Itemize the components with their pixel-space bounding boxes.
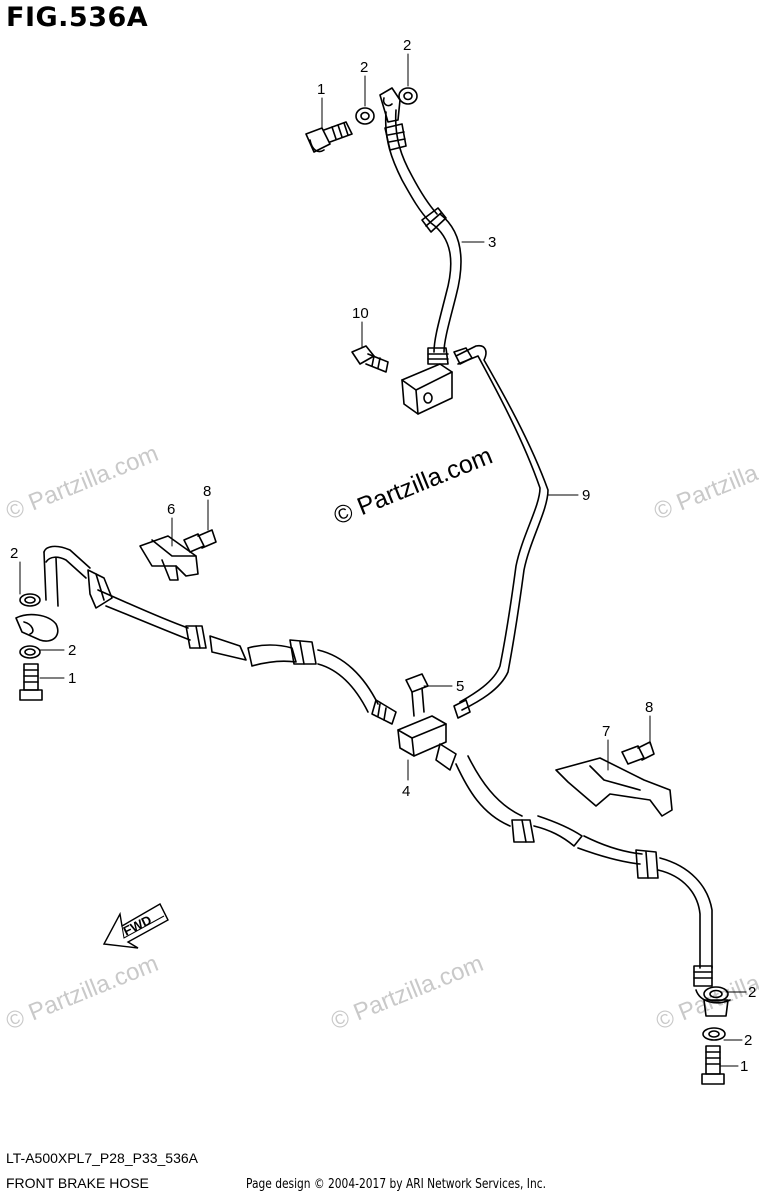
callout-6: 6: [167, 501, 175, 518]
top-washers: [355, 87, 418, 125]
callout-4: 4: [402, 783, 410, 800]
callout-10: 10: [352, 305, 369, 322]
watermark-faint-3: © Partzilla.com: [2, 950, 162, 1036]
callout-2-left-b: 2: [68, 642, 76, 659]
callout-7: 7: [602, 723, 610, 740]
figure-code: LT-A500XPL7_P28_P33_536A: [6, 1150, 199, 1166]
callout-5: 5: [456, 678, 464, 695]
upper-junction-block: [351, 345, 453, 415]
upper-hose: [379, 87, 462, 365]
watermark-faint-1: © Partzilla.com: [2, 440, 162, 526]
callout-labels: 1 2 2 3 10 9 6 8 2 2 1 5 4 7 8 2 2 1: [10, 37, 756, 1075]
callout-9: 9: [582, 487, 590, 504]
right-washers-bolt: [701, 986, 729, 1085]
figure-description: FRONT BRAKE HOSE: [6, 1175, 149, 1191]
callout-1-left: 1: [68, 670, 76, 687]
callout-2-right-a: 2: [748, 984, 756, 1001]
top-union-bolt: [305, 121, 353, 153]
callout-2-top-a: 2: [360, 59, 368, 76]
page-credit: Page design © 2004-2017 by ARI Network S…: [246, 1177, 546, 1192]
callout-2-top-b: 2: [403, 37, 411, 54]
callout-8-right: 8: [645, 699, 653, 716]
leader-lines: [19, 53, 747, 1067]
right-hose: [435, 743, 731, 1004]
callout-3: 3: [488, 234, 496, 251]
right-clamp: [555, 741, 673, 817]
watermark-faint-4: © Partzilla.com: [327, 950, 487, 1036]
left-hose: [15, 545, 397, 725]
background-watermarks: © Partzilla.com © Partzilla.com © Partzi…: [2, 440, 759, 1036]
callout-8-left: 8: [203, 483, 211, 500]
fwd-arrow: FWD: [102, 903, 169, 949]
lower-junction-block: [397, 673, 447, 757]
brake-pipe: [453, 344, 549, 719]
watermark-faint-5: © Partzilla.com: [652, 950, 759, 1036]
callout-1-right: 1: [740, 1058, 748, 1075]
callout-2-right-b: 2: [744, 1032, 752, 1049]
watermark-faint-2: © Partzilla.com: [650, 440, 759, 526]
figure-title: FIG.536A: [6, 2, 149, 33]
left-washers-bolt: [19, 593, 43, 701]
callout-2-left-a: 2: [10, 545, 18, 562]
left-clamp: [139, 529, 217, 581]
callout-1-top: 1: [317, 81, 325, 98]
watermark-main: © Partzilla.com: [330, 441, 497, 530]
